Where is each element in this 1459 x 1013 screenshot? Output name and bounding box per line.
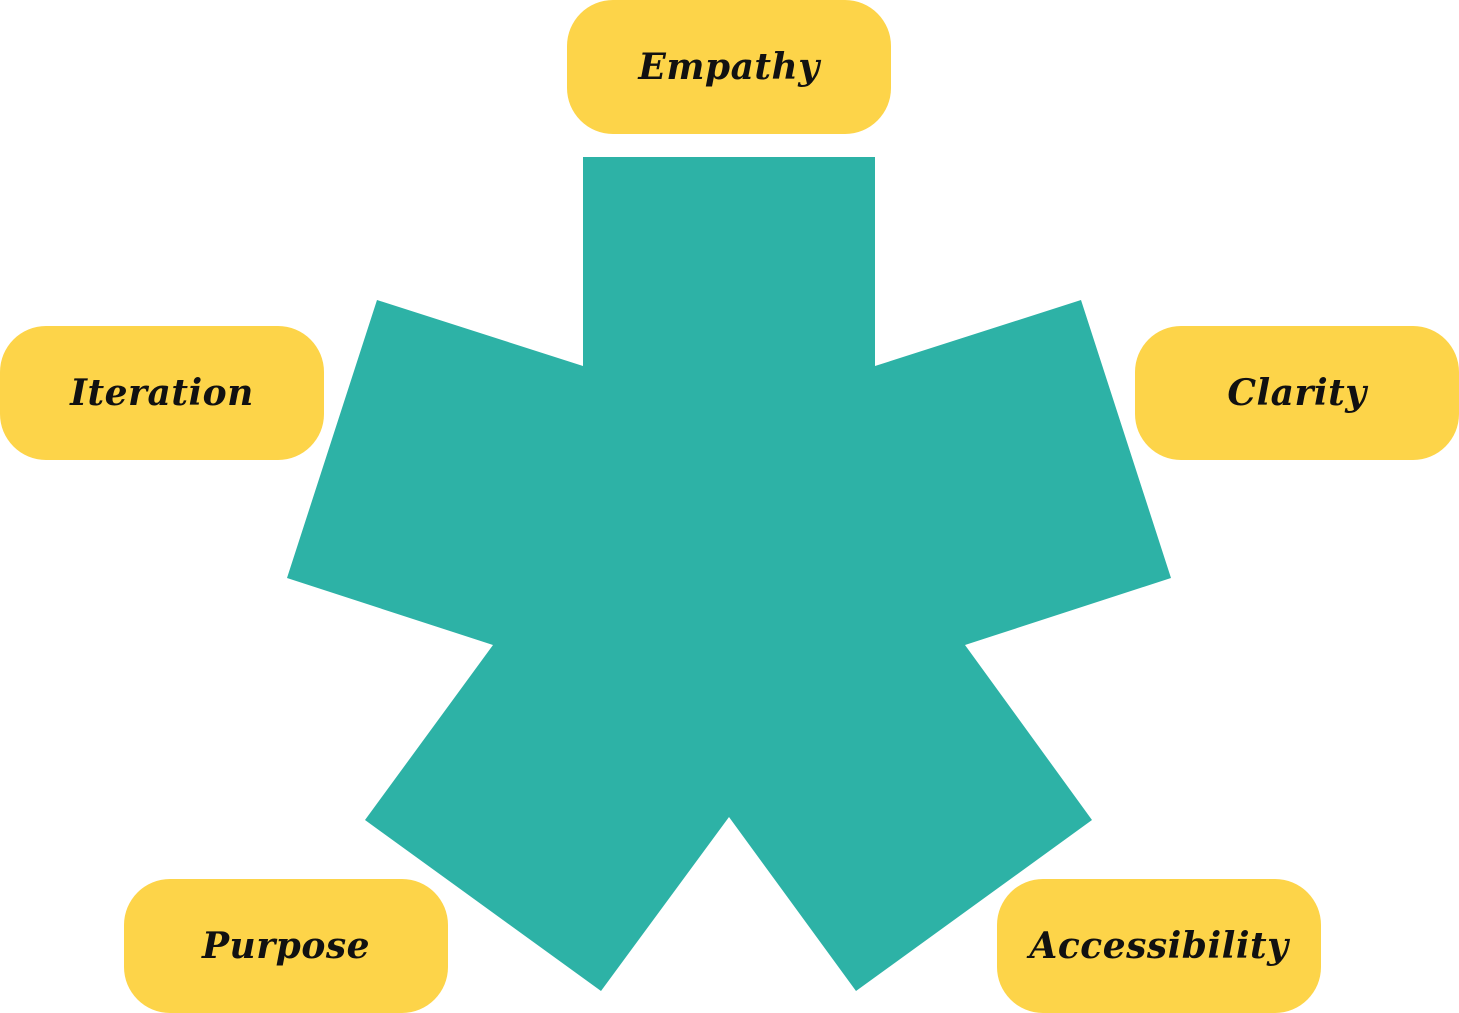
label-pill-accessibility: Accessibility (997, 879, 1321, 1013)
label-pill-empathy: Empathy (567, 0, 891, 134)
label-iteration: Iteration (70, 372, 254, 414)
label-accessibility: Accessibility (1029, 925, 1289, 967)
label-pill-purpose: Purpose (124, 879, 448, 1013)
label-empathy: Empathy (638, 46, 820, 88)
label-pill-clarity: Clarity (1135, 326, 1459, 460)
label-clarity: Clarity (1227, 372, 1367, 414)
star-polygon (287, 157, 1171, 991)
label-pill-iteration: Iteration (0, 326, 324, 460)
label-purpose: Purpose (201, 925, 371, 967)
